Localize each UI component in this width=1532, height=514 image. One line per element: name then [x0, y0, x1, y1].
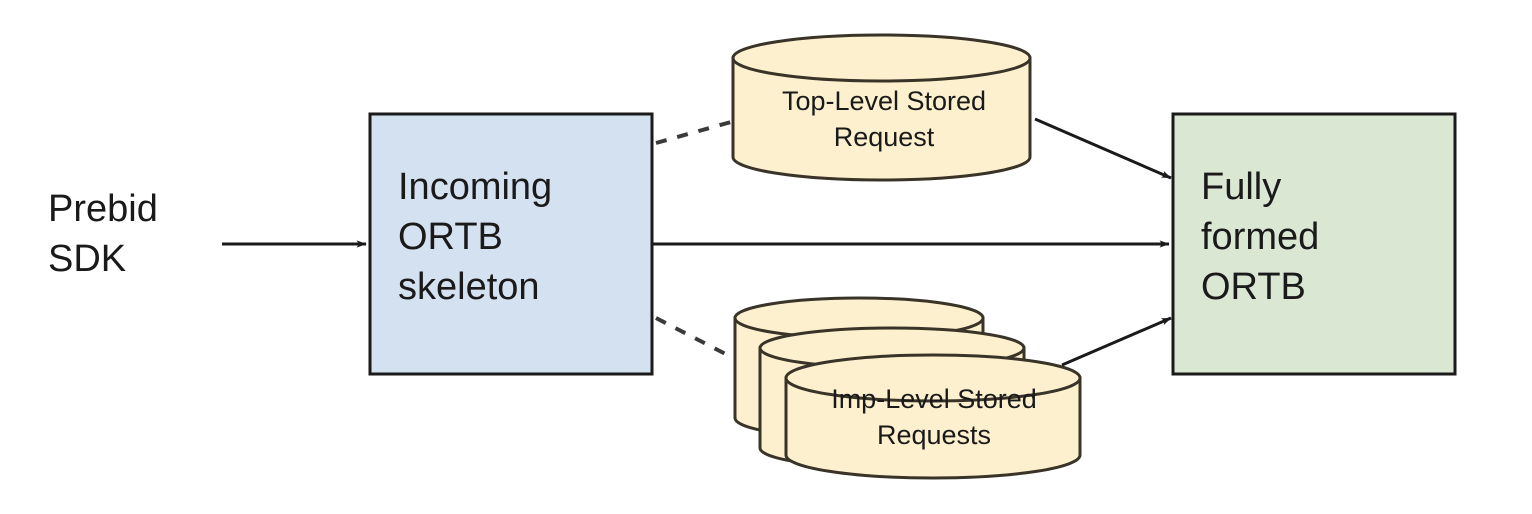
edge-skeleton-to-top-level [655, 120, 732, 145]
node-top-level-stored-request [731, 33, 1032, 182]
edge-imp-level-to-ortb [1061, 316, 1172, 367]
node-imp-level-stored-requests [733, 296, 1082, 480]
node-incoming-ortb-skeleton [368, 112, 654, 376]
edge-skeleton-to-imp-level [655, 316, 742, 364]
node-fully-formed-ortb [1171, 112, 1457, 376]
edge-top-level-to-ortb [1034, 117, 1172, 180]
